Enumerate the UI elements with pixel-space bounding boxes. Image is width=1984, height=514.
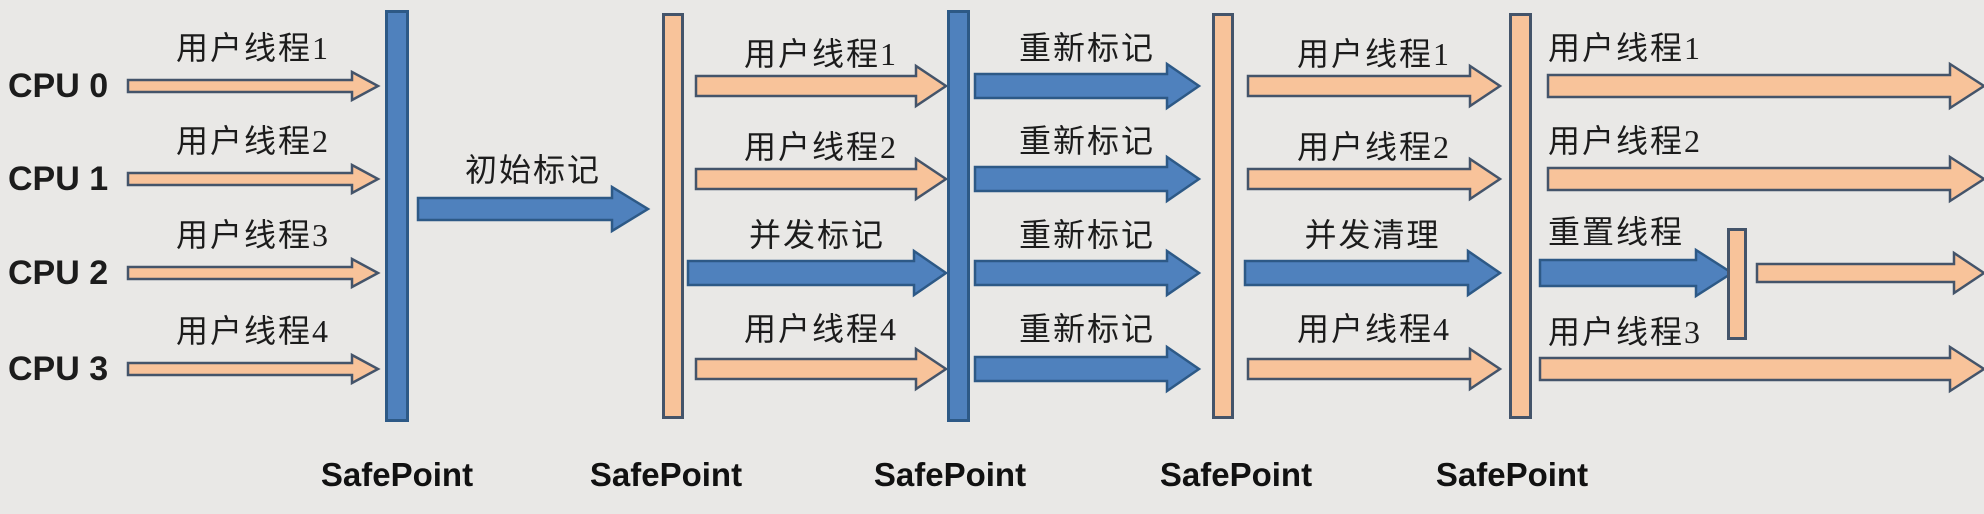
safepoint-label-5: SafePoint bbox=[1435, 456, 1589, 493]
safepoint-bar-1 bbox=[385, 10, 409, 422]
user-thread-2-label-s1: 用户线程2 bbox=[175, 123, 330, 159]
user-thread-2-label-s4: 用户线程2 bbox=[1296, 129, 1451, 165]
safepoint-label-1: SafePoint bbox=[320, 456, 474, 493]
user-thread-4-arrow-s1 bbox=[126, 352, 381, 386]
user-thread-2-arrow-s5 bbox=[1546, 154, 1984, 204]
safepoint-bar-5 bbox=[1509, 13, 1532, 419]
user-thread-2-label-s5: 用户线程2 bbox=[1548, 123, 1703, 159]
user-thread-3-label-s5: 用户线程3 bbox=[1548, 314, 1703, 350]
reset-thread-arrow bbox=[1538, 247, 1735, 299]
concurrent-mark-arrow bbox=[686, 248, 949, 298]
user-thread-1-arrow-s5 bbox=[1546, 61, 1984, 111]
safepoint-label-3: SafePoint bbox=[873, 456, 1027, 493]
user-thread-2-arrow-s2 bbox=[694, 156, 949, 202]
initial-mark-label: 初始标记 bbox=[464, 152, 601, 188]
safepoint-bar-3 bbox=[947, 10, 970, 422]
user-thread-1-arrow-s4 bbox=[1246, 63, 1503, 109]
remark-label-3: 重新标记 bbox=[1018, 217, 1155, 253]
user-thread-1-label-s4: 用户线程1 bbox=[1296, 36, 1451, 72]
safepoint-label-2: SafePoint bbox=[589, 456, 743, 493]
remark-arrow-3 bbox=[973, 248, 1202, 298]
user-thread-1-arrow-s2 bbox=[694, 63, 949, 109]
concurrent-mark-label: 并发标记 bbox=[748, 217, 885, 253]
user-thread-1-arrow-s1 bbox=[126, 69, 381, 103]
concurrent-sweep-label: 并发清理 bbox=[1304, 217, 1441, 253]
user-thread-3-label-s1: 用户线程3 bbox=[175, 217, 330, 253]
cpu-label-3: CPU 3 bbox=[8, 350, 109, 388]
user-thread-4-label-s2: 用户线程4 bbox=[743, 311, 898, 347]
remark-arrow-2 bbox=[973, 154, 1202, 204]
user-thread-3-arrow-s5 bbox=[1538, 344, 1984, 394]
user-thread-1-label-s1: 用户线程1 bbox=[175, 30, 330, 66]
reset-thread-label: 重置线程 bbox=[1548, 214, 1685, 250]
user-thread-2-arrow-s4 bbox=[1246, 156, 1503, 202]
resumed-thread-arrow bbox=[1755, 250, 1984, 296]
cpu-label-0: CPU 0 bbox=[8, 67, 109, 105]
remark-label-2: 重新标记 bbox=[1018, 123, 1155, 159]
safepoint-label-4: SafePoint bbox=[1159, 456, 1313, 493]
remark-label-4: 重新标记 bbox=[1018, 311, 1155, 347]
user-thread-4-label-s4: 用户线程4 bbox=[1296, 311, 1451, 347]
concurrent-sweep-arrow bbox=[1243, 248, 1503, 298]
user-thread-4-arrow-s2 bbox=[694, 346, 949, 392]
user-thread-1-label-s2: 用户线程1 bbox=[743, 36, 898, 72]
cpu-label-2: CPU 2 bbox=[8, 254, 109, 292]
user-thread-3-arrow-s1 bbox=[126, 256, 381, 290]
remark-label-1: 重新标记 bbox=[1018, 30, 1155, 66]
safepoint-bar-4 bbox=[1212, 13, 1234, 419]
cpu-label-1: CPU 1 bbox=[8, 160, 109, 198]
remark-arrow-1 bbox=[973, 61, 1202, 111]
user-thread-1-label-s5: 用户线程1 bbox=[1548, 30, 1703, 66]
user-thread-4-label-s1: 用户线程4 bbox=[175, 313, 330, 349]
user-thread-2-label-s2: 用户线程2 bbox=[743, 129, 898, 165]
safepoint-bar-2 bbox=[662, 13, 684, 419]
user-thread-2-arrow-s1 bbox=[126, 162, 381, 196]
reset-stop-bar bbox=[1727, 228, 1747, 340]
remark-arrow-4 bbox=[973, 344, 1202, 394]
initial-mark-arrow bbox=[416, 184, 651, 234]
user-thread-4-arrow-s4 bbox=[1246, 346, 1503, 392]
